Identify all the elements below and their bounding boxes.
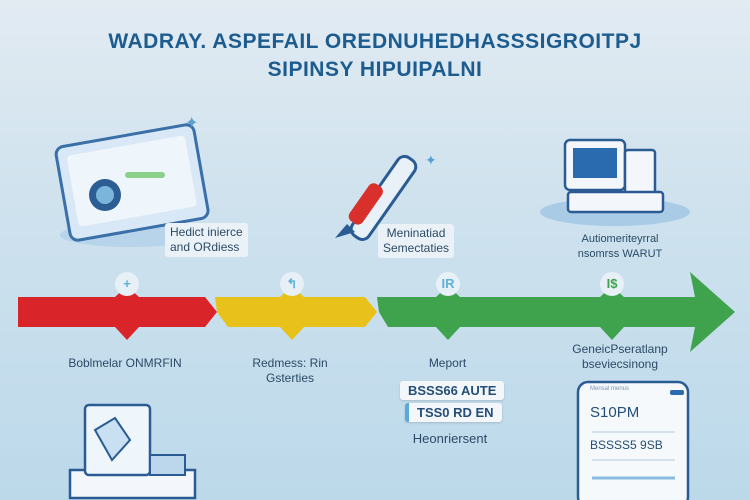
tag-caption: Heonriersent [412, 431, 488, 446]
report-icon: IR [436, 272, 460, 296]
phone-row-1: S10PM [590, 404, 640, 421]
label-text: Meport [428, 356, 467, 370]
label-bottom-1: Boblmelar ONMRFIN [50, 356, 200, 371]
label-text: nsomrss WARUT [577, 248, 663, 260]
label-text: Meninatiad [386, 226, 446, 240]
arrow-yellow [215, 297, 377, 327]
label-top-3: Autiomeriteyrral nsomrss WARUT [545, 232, 695, 262]
label-text: Hedict inierce [170, 225, 243, 239]
timeline-arrows [18, 272, 735, 352]
label-text: Redmess: Rin [252, 356, 328, 370]
svg-text:✦: ✦ [425, 152, 437, 168]
label-text: GeneicPseratlanp [572, 342, 668, 356]
title-line-2: SIPINSY HIPUIPALNI [267, 58, 483, 81]
return-arrow-icon: ↰ [280, 272, 304, 296]
label-text: Autiomeriteyrral [581, 233, 659, 245]
test-tube-illustration: ✦ [335, 152, 437, 241]
computer-illustration [540, 138, 690, 226]
arrow-green [377, 272, 735, 352]
phone-illustration [576, 380, 690, 500]
label-text: bseviecsinong [581, 357, 659, 371]
arrow-red [18, 297, 217, 327]
label-text: Semectaties [383, 241, 450, 255]
tag-1: BSSS66 AUTE [400, 381, 505, 400]
label-text: and ORdiess [170, 240, 240, 254]
dollar-icon: I$ [600, 272, 624, 296]
phone-header: Mensal menus [590, 386, 630, 392]
phone-row-2: BSSSS5 9SB [590, 438, 663, 452]
label-text: Boblmelar ONMRFIN [68, 356, 182, 370]
label-text: Gsterties [265, 371, 314, 385]
tag-2: TSS0 RD EN [405, 403, 502, 422]
plus-icon: + [115, 272, 139, 296]
svg-text:✦: ✦ [185, 115, 198, 132]
printer-illustration [68, 403, 197, 500]
card-illustration: ✦ [54, 115, 210, 247]
label-bottom-3: Meport [400, 356, 495, 371]
title-line-1: WADRAY. ASPEFAIL OREDNUHEDHASSSIGROITPJ [108, 30, 642, 53]
